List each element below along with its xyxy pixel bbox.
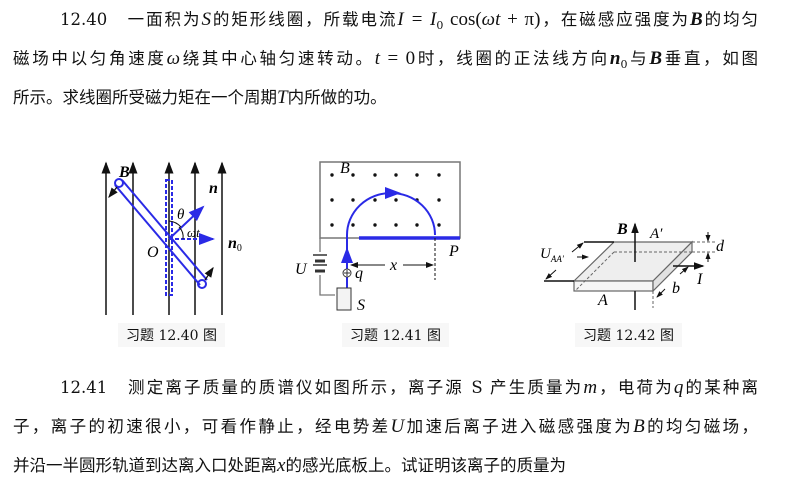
text-segment: 12.41 测定离子质量的质谱仪如图所示，离子源 S 产生质量为 (60, 378, 584, 397)
label-U-AA: UAA′ (540, 246, 565, 264)
text-segment: 的矩形线圈，所载电流 (210, 10, 398, 29)
figure-12-41: B U q x P S (295, 160, 461, 314)
label-B: B (340, 160, 350, 177)
text-line: 12.40 一面积为S的矩形线圈，所载电流I = I0 cos(ωt + π)，… (60, 6, 758, 32)
math-symbol: cos( (443, 9, 482, 30)
figure-12-40: B n n0 θ ωt O (101, 161, 242, 315)
math-symbol: m (583, 377, 598, 398)
label-P: P (448, 243, 459, 260)
math-symbol: + π) (500, 9, 541, 30)
text-segment: ，在磁感应强度为 (540, 10, 690, 29)
math-symbol: B (633, 416, 645, 437)
math-symbol: ωt (481, 9, 501, 30)
label-O: O (147, 244, 159, 261)
label-I: I (696, 271, 703, 288)
label-omega-t: ωt (187, 225, 200, 240)
math-symbol: n (609, 48, 621, 69)
math-symbol: t (374, 48, 381, 69)
text-line: 磁场中以匀角速度ω绕其中心轴匀速转动。t = 0时，线圈的正法线方向n0与B垂直… (13, 45, 758, 71)
label-B: B (118, 164, 130, 181)
math-symbol: 0 (620, 58, 628, 71)
math-symbol: B (649, 48, 663, 69)
label-d: d (716, 238, 725, 255)
text-segment: 时，线圈的正法线方向 (415, 49, 610, 68)
text-segment: 绕其中心轴匀速转动。 (180, 49, 375, 68)
math-symbol: U (390, 416, 405, 437)
caption-12-42: 习题 12.42 图 (575, 323, 682, 347)
label-q: q (355, 265, 363, 282)
label-B: B (616, 221, 628, 238)
label-n0: n0 (228, 235, 242, 254)
figure-12-42: B A′ UAA′ d I b A (540, 221, 725, 310)
label-A-prime: A′ (649, 226, 663, 242)
text-segment: 磁场中以匀角速度 (13, 49, 167, 68)
text-line: 并沿一半圆形轨道到达离入口处距离x的感光底板上。试证明该离子的质量为 (13, 452, 758, 477)
label-x: x (389, 257, 397, 274)
text-segment: 的感光底板上。试证明该离子的质量为 (285, 456, 566, 475)
text-segment: ，电荷为 (597, 378, 674, 397)
text-segment: 与 (627, 49, 650, 68)
text-segment: 所示。求线圈所受磁力矩在一个周期 (13, 88, 277, 107)
text-segment: 的均匀 (702, 10, 759, 29)
math-symbol: q (673, 377, 684, 398)
math-symbol: = 0 (380, 48, 416, 69)
label-b: b (672, 280, 680, 297)
label-theta: θ (177, 207, 185, 223)
math-symbol: ω (166, 48, 181, 69)
math-symbol: S (201, 9, 211, 30)
caption-12-40: 习题 12.40 图 (118, 323, 225, 347)
math-symbol: I = I (397, 9, 437, 30)
label-A: A (597, 292, 608, 309)
text-segment: 内所做的功。 (287, 88, 387, 107)
label-U: U (295, 261, 308, 278)
text-segment: 的某种离 (683, 378, 759, 397)
text-segment: 的均匀磁场， (644, 417, 759, 436)
label-S: S (357, 297, 365, 314)
math-symbol: 0 (436, 19, 444, 32)
text-segment: 垂直，如图 (662, 49, 759, 68)
caption-12-41: 习题 12.41 图 (342, 323, 449, 347)
text-line: 12.41 测定离子质量的质谱仪如图所示，离子源 S 产生质量为m，电荷为q的某… (60, 374, 758, 399)
text-line: 所示。求线圈所受磁力矩在一个周期T内所做的功。 (13, 84, 758, 109)
label-n: n (209, 180, 218, 197)
text-segment: 加速后离子进入磁感强度为 (404, 417, 634, 436)
math-symbol: T (277, 87, 288, 108)
text-line: 子，离子的初速很小，可看作静止，经电势差U加速后离子进入磁感强度为B的均匀磁场， (13, 413, 758, 438)
text-segment: 12.40 一面积为 (60, 10, 202, 29)
text-segment: 并沿一半圆形轨道到达离入口处距离 (13, 456, 277, 475)
math-symbol: B (689, 9, 703, 30)
text-segment: 子，离子的初速很小，可看作静止，经电势差 (13, 417, 391, 436)
math-symbol: x (277, 455, 286, 476)
